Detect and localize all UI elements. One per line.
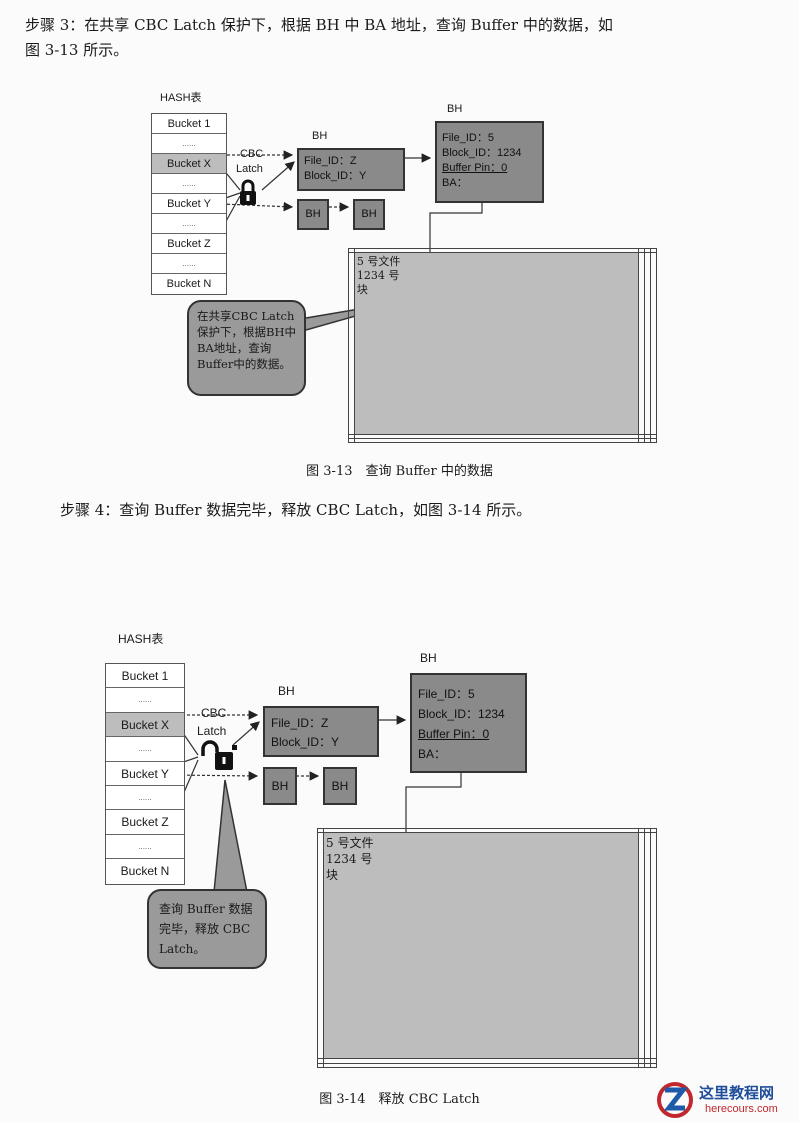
bh-label: BH [278,684,295,698]
block-id: Block_ID：Y [304,170,367,182]
bucket-row: ...... [152,254,226,274]
watermark-logo: 这里教程网 herecours.com [655,1080,795,1120]
bucket-row: Bucket Z [106,810,184,835]
latch-label: CBC [201,706,227,720]
bucket-row: ...... [152,134,226,154]
hash-table: Bucket 1 ...... Bucket X ...... Bucket Y… [151,113,227,295]
bucket-row: ...... [106,835,184,860]
unlocked-lock-icon [201,740,237,770]
bucket-row: Bucket Y [106,762,184,786]
bh-label: BH [312,130,328,142]
bucket-row: ...... [106,786,184,811]
lock-icon [240,179,256,205]
buffer-pin: Buffer Pin：0 [418,727,490,741]
bucket-row: ...... [152,174,226,194]
bucket-row: Bucket N [120,864,170,879]
hash-table-title: HASH表 [118,632,164,646]
latch-label: Latch [236,163,263,175]
buffer-pin: Buffer Pin：0 [442,162,508,174]
block-id: Block_ID：Y [271,735,340,749]
bucket-row: Bucket 1 [152,114,226,134]
block-id: Block_ID：1234 [418,707,505,721]
file-id: File_ID：Z [304,155,357,167]
file-id: File_ID：Z [271,716,329,730]
step3-line1: 步骤 3：在共享 CBC Latch 保护下，根据 BH 中 BA 地址，查询 … [25,16,613,34]
bucket-row: ...... [106,737,184,762]
bh-small-box: BH [297,199,329,230]
watermark-name: 这里教程网 [699,1084,775,1102]
callout-note: 在共享CBC Latch保护下，根据BH中BA地址，查询Buffer中的数据。 [187,300,306,396]
bh-small-box: BH [263,767,297,805]
bucket-row: Bucket X [152,154,226,174]
hash-table-title: HASH表 [160,92,202,104]
bh-box: File_ID：Z Block_ID：Y [297,148,405,191]
file-id: File_ID：5 [418,687,475,701]
bucket-row: Bucket X [106,712,184,738]
bucket-row: Bucket N [166,278,212,290]
file-id: File_ID：5 [442,132,494,144]
buffer-address: BA： [418,747,447,761]
figure-caption: 图 3-13 查询 Buffer 中的数据 [306,464,493,479]
bh-label: BH [420,651,437,665]
callout-note: 查询 Buffer 数据完毕，释放 CBC Latch。 [147,889,267,969]
hash-table: Bucket 1 ...... Bucket X ...... Bucket Y… [105,663,185,885]
watermark-url: herecours.com [705,1103,778,1115]
bucket-row: ...... [152,214,226,234]
bucket-row: Bucket 1 [106,664,184,689]
figure-caption: 图 3-14 释放 CBC Latch [319,1092,480,1107]
bh-small-box: BH [353,199,385,230]
latch-label: Latch [197,724,227,738]
bh-small-box: BH [323,767,357,805]
bh-box: File_ID：Z Block_ID：Y [263,706,379,757]
bucket-row: Bucket Y [152,194,226,214]
bucket-row: ...... [106,688,184,713]
block-id: Block_ID：1234 [442,147,522,159]
step3-line2: 图 3-13 所示。 [25,41,129,59]
latch-label: CBC [240,148,264,160]
step4-text: 步骤 4：查询 Buffer 数据完毕，释放 CBC Latch，如图 3-14… [60,501,532,519]
logo-z-icon [657,1082,693,1118]
buffer-address: BA： [442,177,468,189]
bucket-row: Bucket Z [152,234,226,254]
bh-label: BH [447,103,463,115]
